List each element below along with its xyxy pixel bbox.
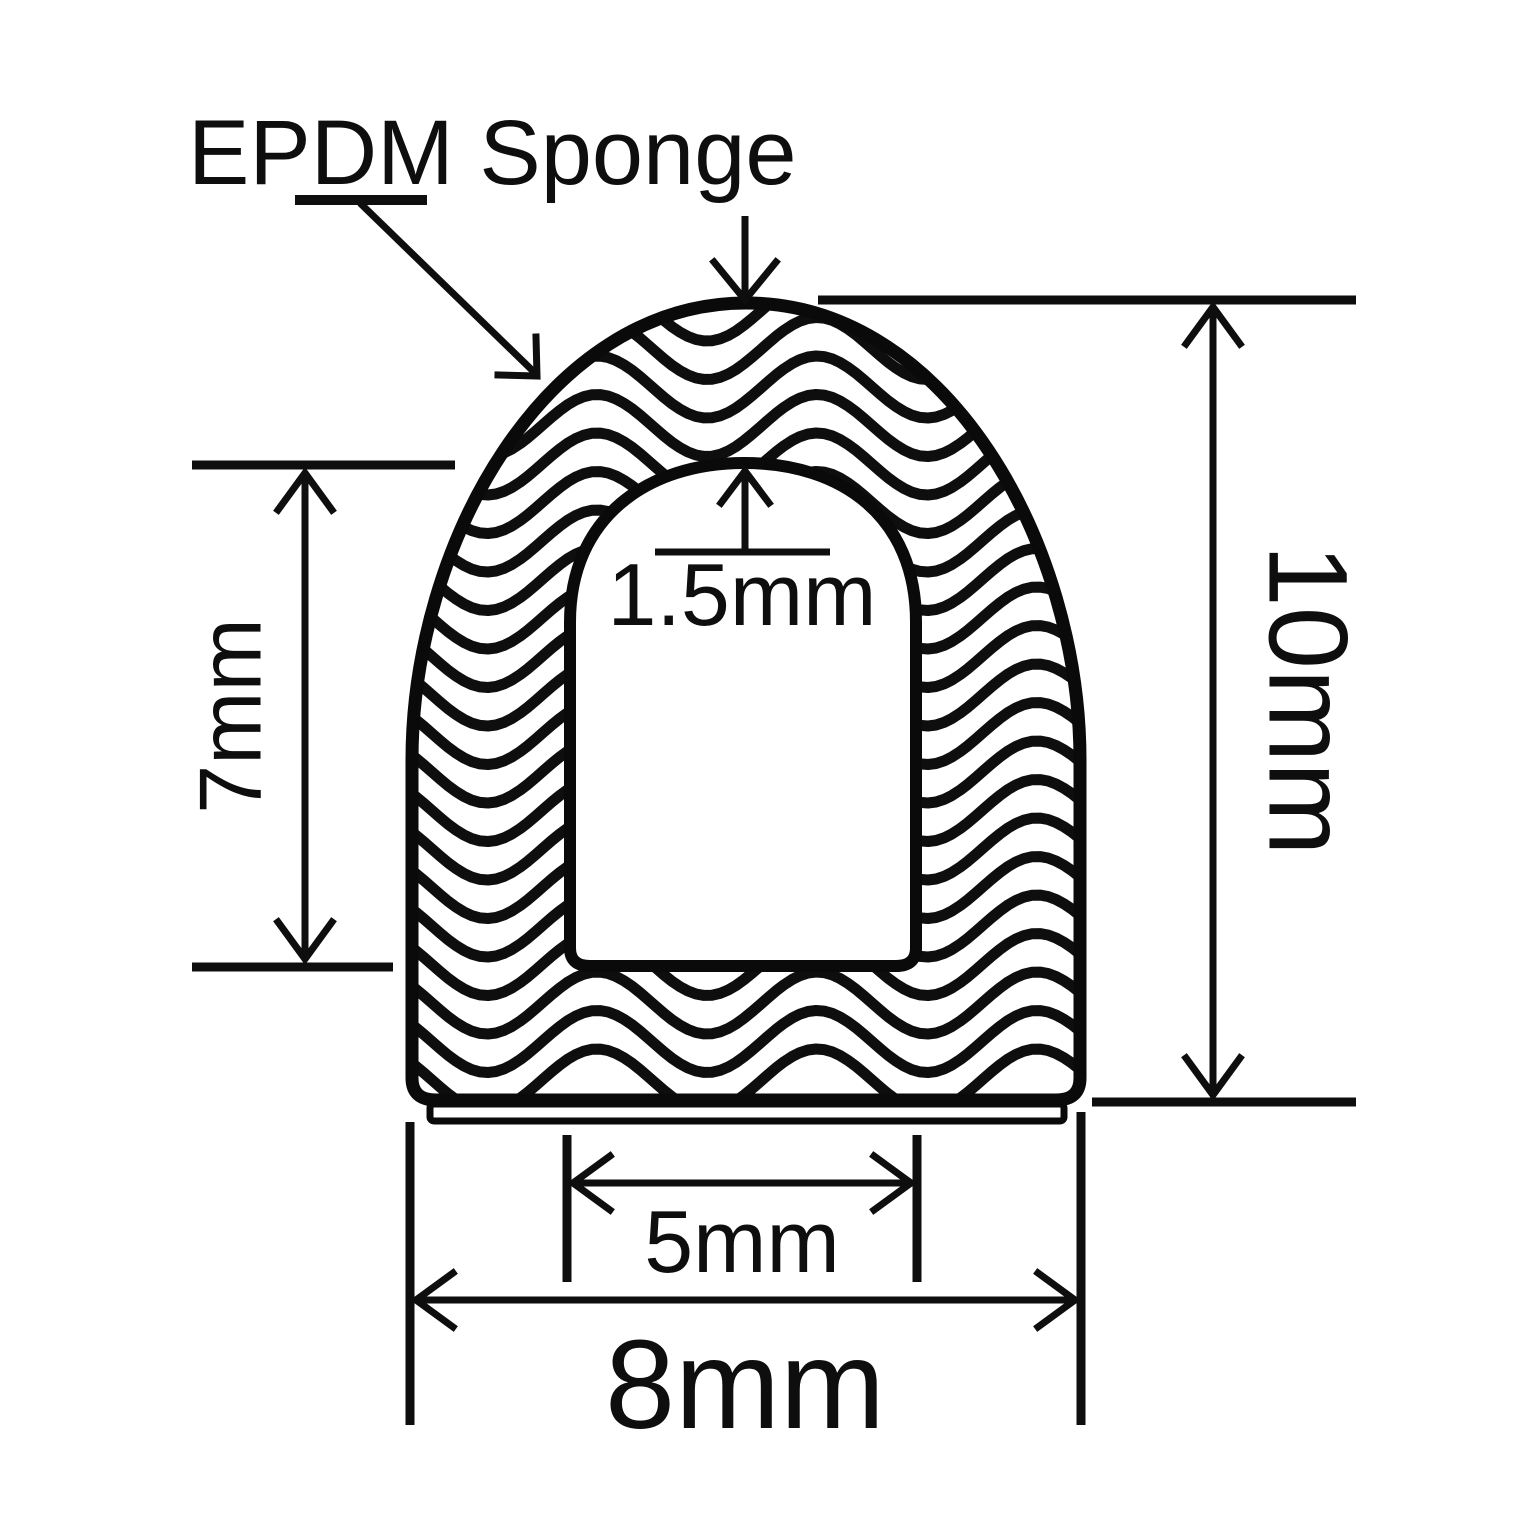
sponge-wave-line xyxy=(412,966,1080,1040)
dim-label-cavity-width: 5mm xyxy=(644,1192,840,1291)
material-label: EPDM Sponge xyxy=(188,102,797,204)
sponge-hatching xyxy=(412,303,1080,1100)
sponge-wave-line xyxy=(412,851,1080,924)
right-arrowhead-icon xyxy=(1033,1268,1081,1332)
profile-outer-outline xyxy=(405,296,1087,1107)
sponge-wave-line xyxy=(412,889,1080,963)
dim-overall-width: 8mm xyxy=(405,1112,1086,1455)
dim-top-wall-outer-arrow xyxy=(709,216,781,306)
down-arrowhead-icon xyxy=(1181,1053,1245,1101)
dim-label-wall-thickness: 1.5mm xyxy=(608,545,877,644)
profile-inner-cavity-outline xyxy=(564,456,922,972)
material-callout: EPDM Sponge xyxy=(188,102,797,380)
dim-overall-height: 10mm xyxy=(818,295,1370,1107)
down-arrowhead-icon xyxy=(273,917,337,965)
left-arrowhead-icon xyxy=(410,1268,458,1332)
dim-cavity-width: 5mm xyxy=(562,1135,922,1291)
left-arrowhead-icon xyxy=(567,1151,615,1215)
dim-cavity-height: 7mm xyxy=(180,460,455,972)
dim-label-overall-width: 8mm xyxy=(605,1314,885,1455)
sponge-wave-line xyxy=(412,774,1080,847)
down-arrowhead-icon xyxy=(709,257,781,306)
leader-arrowhead-icon xyxy=(494,333,541,380)
sponge-wave-line xyxy=(412,928,1080,1001)
right-arrowhead-icon xyxy=(869,1151,917,1215)
dim-label-overall-height: 10mm xyxy=(1245,544,1370,855)
dim-top-wall-thickness: 1.5mm xyxy=(608,465,877,644)
base-strip xyxy=(426,1100,1068,1125)
sponge-wave-line xyxy=(412,658,1080,732)
callout-leader-line xyxy=(357,200,537,375)
up-arrowhead-icon xyxy=(1181,301,1245,349)
sponge-wave-line xyxy=(412,1005,1080,1078)
sponge-wave-line xyxy=(412,697,1080,770)
sponge-wave-line xyxy=(412,812,1080,886)
up-arrowhead-icon xyxy=(273,467,337,515)
sponge-wave-line xyxy=(412,735,1080,809)
dim-label-cavity-height: 7mm xyxy=(180,618,279,814)
up-arrowhead-icon xyxy=(716,465,774,508)
